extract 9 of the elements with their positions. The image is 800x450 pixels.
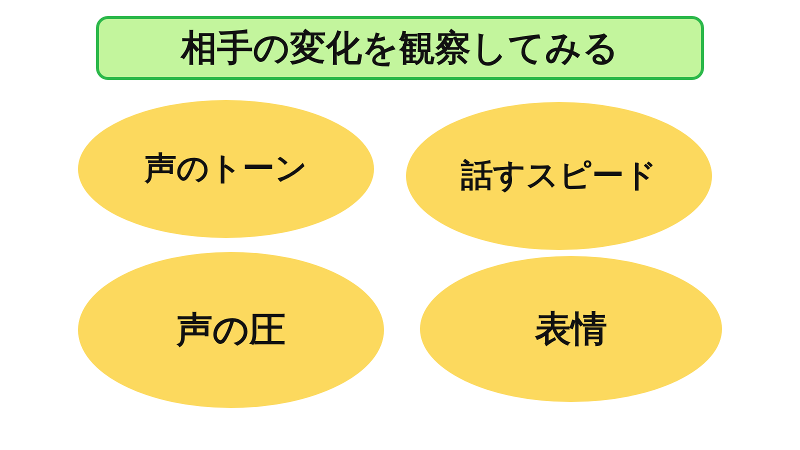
ellipse-shape xyxy=(420,256,722,402)
ellipse-shape xyxy=(78,100,374,238)
ellipse-shape xyxy=(406,102,712,250)
node-label: 声のトーン xyxy=(144,148,308,189)
node-label: 表情 xyxy=(535,308,607,352)
node-label: 話すスピード xyxy=(461,155,657,196)
ellipse-shape xyxy=(78,252,384,408)
title-banner: 相手の変化を観察してみる xyxy=(96,16,704,80)
node-label: 声の圧 xyxy=(176,308,286,352)
